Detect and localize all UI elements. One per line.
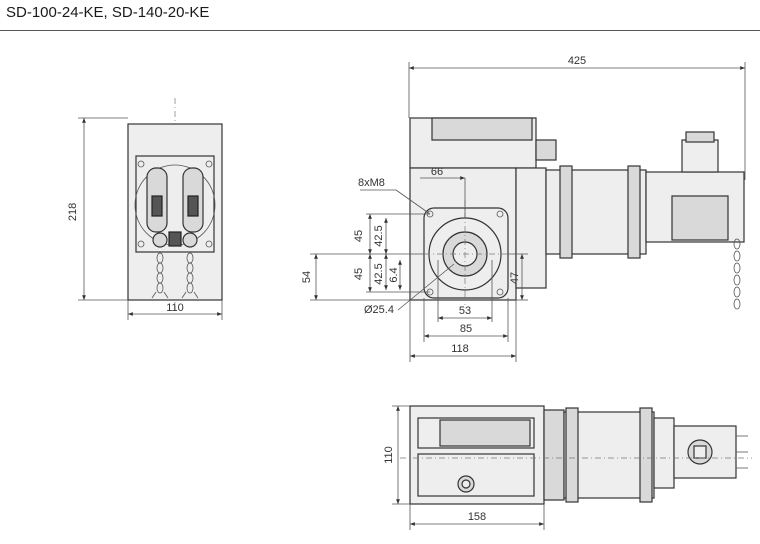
dim-v425-top: 42.5 (373, 225, 385, 246)
dim-v45-bottom: 45 (353, 268, 365, 280)
dim-v425-bottom: 42.5 (373, 263, 385, 284)
front-chain-left (151, 252, 169, 299)
dim-top-width: 158 (468, 511, 486, 523)
dim-h118: 118 (451, 343, 469, 355)
dim-h85: 85 (460, 323, 472, 335)
side-view: 425 (301, 55, 746, 362)
top-view: 110 158 (383, 405, 752, 530)
dim-v54: 54 (301, 271, 313, 283)
dim-top-height: 110 (383, 446, 395, 464)
dim-v47: 47 (509, 272, 521, 284)
dim-v45-top: 45 (353, 230, 365, 242)
title-divider (0, 30, 760, 31)
dim-h53: 53 (459, 305, 471, 317)
dim-front-width: 110 (166, 302, 184, 314)
dim-total-length: 425 (568, 55, 586, 67)
front-chain-right (181, 252, 199, 299)
dim-bore-diameter: Ø25.4 (364, 304, 394, 316)
dim-bolt-pattern: 8xM8 (358, 177, 385, 189)
dim-v64: 6.4 (388, 267, 400, 282)
drawing-title: SD-100-24-KE, SD-140-20-KE (6, 4, 210, 21)
front-view: 218 110 (67, 98, 223, 320)
dim-flange-66: 66 (431, 166, 443, 178)
dim-front-height: 218 (67, 203, 79, 221)
side-chain (733, 238, 741, 310)
